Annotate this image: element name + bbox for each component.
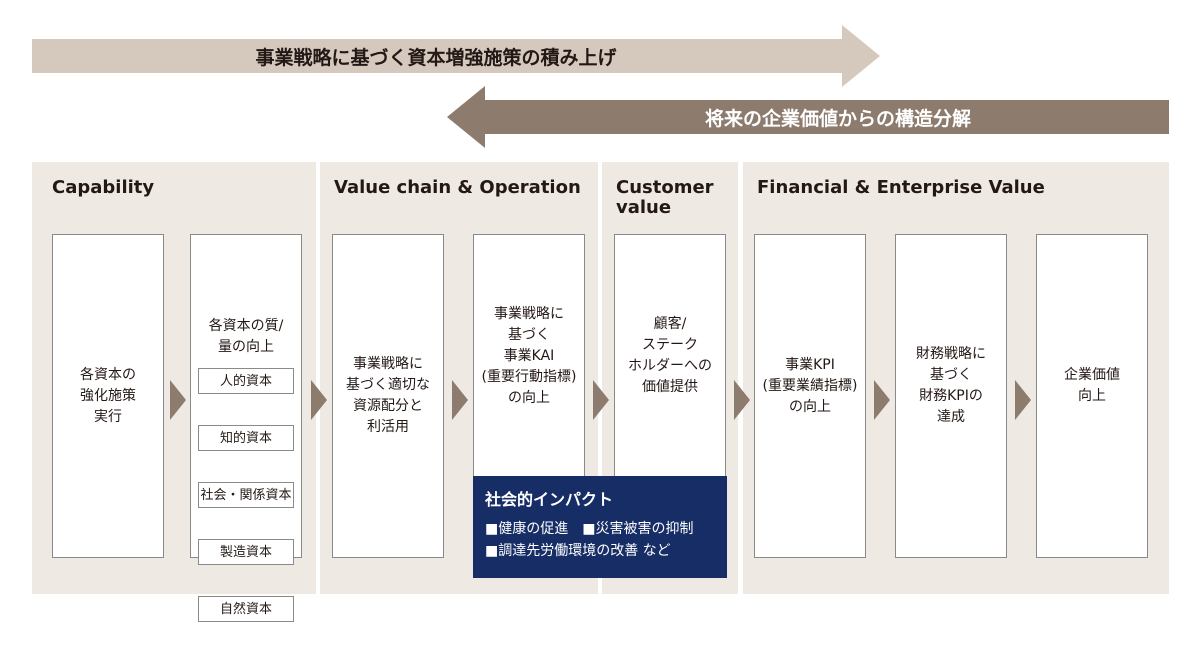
box-business-kpi: 事業KPI (重要業績指標) の向上 xyxy=(754,234,866,558)
chevron-right-icon xyxy=(1015,380,1031,420)
box-resource-allocation: 事業戦略に 基づく適切な 資源配分と 利活用 xyxy=(332,234,444,558)
forward-arrow-shape xyxy=(32,25,880,87)
capital-item: 知的資本 xyxy=(198,425,294,451)
box-customer-value: 顧客/ ステーク ホルダーへの 価値提供 xyxy=(614,234,726,558)
chevron-right-icon xyxy=(311,380,327,420)
forward-arrow-label: 事業戦略に基づく資本増強施策の積み上げ xyxy=(255,46,617,69)
capital-item: 社会・関係資本 xyxy=(198,482,294,508)
chevron-right-icon xyxy=(874,380,890,420)
box-capital-quality: 各資本の質/ 量の向上 人的資本 知的資本 社会・関係資本 製造資本 自然資本 xyxy=(190,234,302,622)
panel-title-customer: Customer value xyxy=(616,177,714,218)
social-impact-line: ■調達先労働環境の改善 など xyxy=(485,540,715,562)
capital-item: 自然資本 xyxy=(198,596,294,622)
box-enterprise-value: 企業価値 向上 xyxy=(1036,234,1148,558)
panel-title-value-chain: Value chain & Operation xyxy=(334,177,581,198)
backward-arrow-label: 将来の企業価値からの構造分解 xyxy=(704,107,971,130)
social-impact-line: ■健康の促進 ■災害被害の抑制 xyxy=(485,518,715,540)
capital-list: 人的資本 知的資本 社会・関係資本 製造資本 自然資本 xyxy=(191,347,301,653)
box-finance-kpi: 財務戦略に 基づく 財務KPIの 達成 xyxy=(895,234,1007,558)
social-impact-item: ■調達先労働環境の改善 など xyxy=(485,543,671,559)
backward-arrow-shape xyxy=(447,86,1169,148)
capital-item: 製造資本 xyxy=(198,539,294,565)
chevron-right-icon xyxy=(452,380,468,420)
chevron-right-icon xyxy=(170,380,186,420)
social-impact-title: 社会的インパクト xyxy=(485,490,614,509)
chevron-right-icon xyxy=(593,380,609,420)
panel-title-capability: Capability xyxy=(52,177,155,198)
social-impact-item: ■健康の促進 xyxy=(485,521,569,537)
panel-title-financial: Financial & Enterprise Value xyxy=(757,177,1045,198)
forward-arrow: 事業戦略に基づく資本増強施策の積み上げ xyxy=(32,25,880,87)
chevron-right-icon xyxy=(734,380,750,420)
social-impact-item: ■災害被害の抑制 xyxy=(582,521,694,537)
social-impact-box: 社会的インパクト ■健康の促進 ■災害被害の抑制 ■調達先労働環境の改善 など xyxy=(473,476,727,578)
box-capital-strengthen: 各資本の 強化施策 実行 xyxy=(52,234,164,558)
capital-quality-label: 各資本の質/ 量の向上 xyxy=(208,318,284,355)
capital-item: 人的資本 xyxy=(198,368,294,394)
backward-arrow: 将来の企業価値からの構造分解 xyxy=(447,86,1169,148)
